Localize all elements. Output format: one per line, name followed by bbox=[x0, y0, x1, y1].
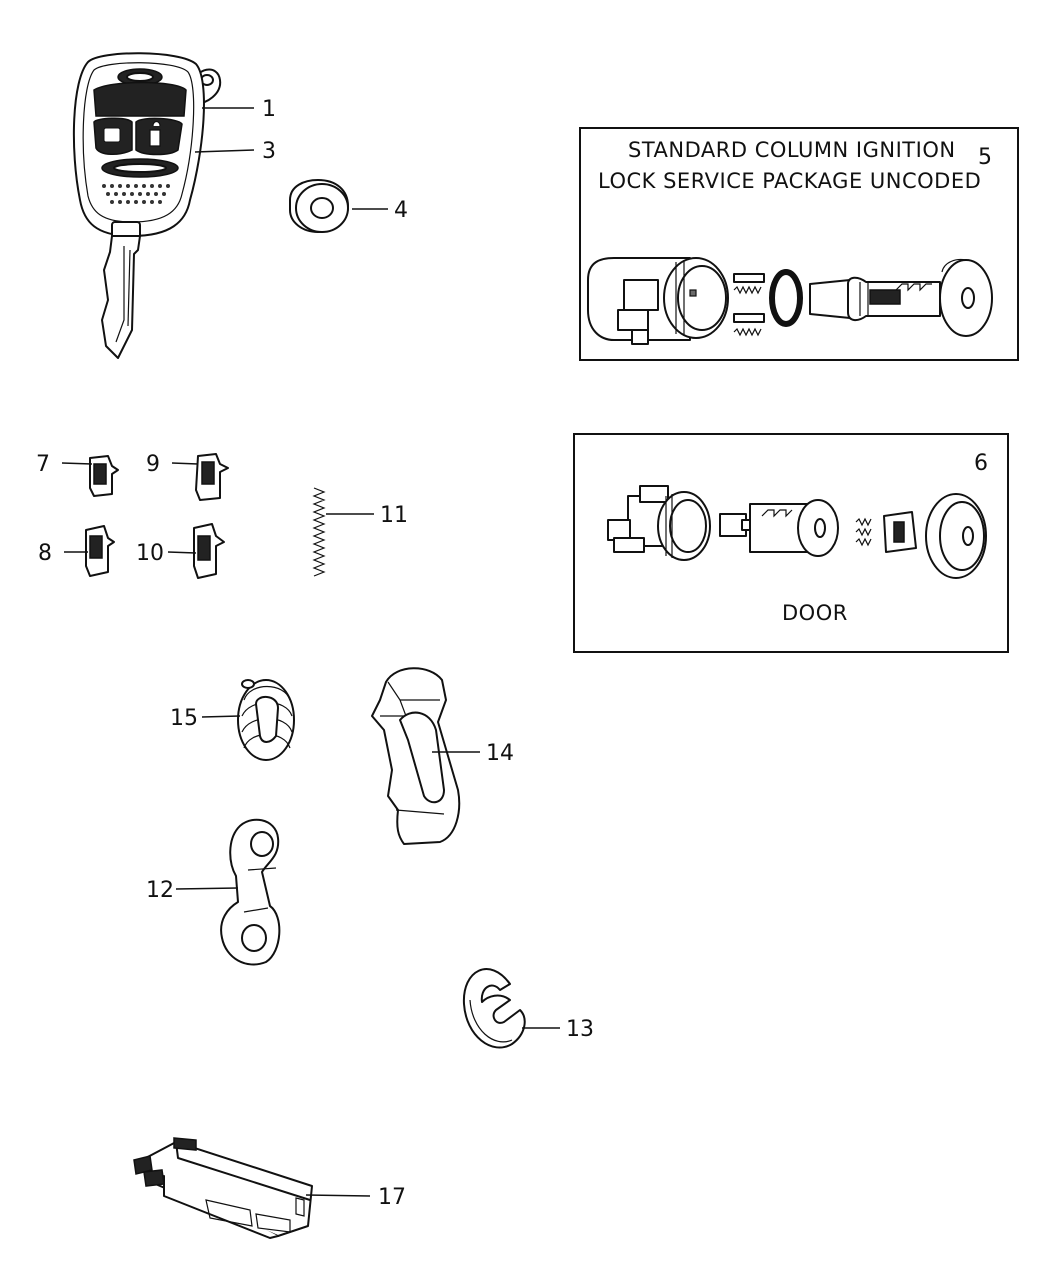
door-lock-box: 6 DOOR bbox=[573, 433, 1009, 653]
coil-spring-part bbox=[237, 679, 295, 761]
ignition-cylinder bbox=[809, 258, 993, 337]
callout-5: 5 bbox=[978, 145, 992, 170]
ignition-lock-package-box: STANDARD COLUMN IGNITION LOCK SERVICE PA… bbox=[579, 127, 1019, 361]
callout-10: 10 bbox=[136, 541, 164, 566]
e-clip-part bbox=[462, 968, 526, 1049]
callout-4: 4 bbox=[394, 198, 408, 223]
tumbler-10 bbox=[193, 523, 225, 579]
callout-13: 13 bbox=[566, 1017, 594, 1042]
ignition-housing bbox=[587, 257, 729, 345]
callout-12: 12 bbox=[146, 878, 174, 903]
callout-9: 9 bbox=[146, 452, 160, 477]
callout-7: 7 bbox=[36, 452, 50, 477]
tumbler-9 bbox=[195, 453, 229, 501]
callout-8: 8 bbox=[38, 541, 52, 566]
key-fob-part bbox=[72, 52, 222, 359]
callout-15: 15 bbox=[170, 706, 198, 731]
callout-17: 17 bbox=[378, 1185, 406, 1210]
box5-title-line1: STANDARD COLUMN IGNITION bbox=[628, 138, 956, 162]
callout-3: 3 bbox=[262, 139, 276, 164]
tumbler-8 bbox=[85, 525, 115, 577]
box5-title-line2: LOCK SERVICE PACKAGE UNCODED bbox=[598, 169, 981, 193]
door-lock-cylinder bbox=[719, 499, 839, 557]
box6-caption: DOOR bbox=[782, 601, 848, 625]
spring-part bbox=[312, 487, 326, 577]
control-module-part bbox=[133, 1137, 313, 1239]
callout-1: 1 bbox=[262, 97, 276, 122]
door-lock-housing bbox=[607, 485, 711, 561]
grommet-part bbox=[289, 179, 349, 233]
link-plate-part bbox=[220, 818, 281, 966]
tumbler-7 bbox=[89, 455, 119, 497]
callout-14: 14 bbox=[486, 741, 514, 766]
callout-6: 6 bbox=[974, 451, 988, 476]
callout-11: 11 bbox=[380, 503, 408, 528]
lever-part bbox=[371, 667, 461, 845]
